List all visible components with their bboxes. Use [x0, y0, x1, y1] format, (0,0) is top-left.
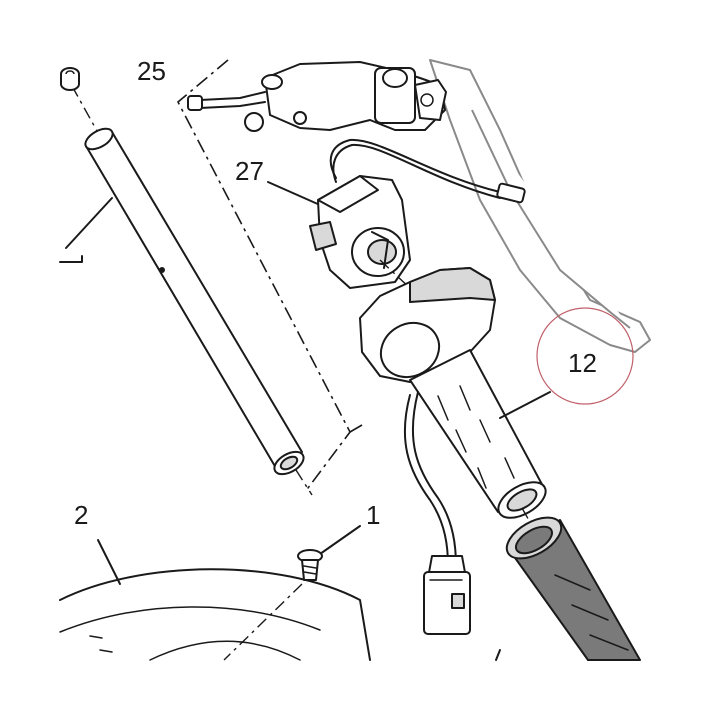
part-12-heated-grip: 12: [359, 267, 634, 635]
callout-12: 12: [568, 348, 597, 378]
part-2-cover: 2: [59, 500, 371, 661]
part-27-switch-housing: 27: [235, 138, 526, 291]
throttle-grip-rubber: [505, 507, 641, 661]
part-25-handlebar-tube: 25: [59, 56, 313, 496]
direction-mark: [495, 649, 501, 661]
highlight-circle: [536, 307, 634, 405]
assembly-boundary-dashed: [176, 59, 363, 493]
callout-1: 1: [366, 500, 380, 530]
callout-25: 25: [137, 56, 166, 86]
callout-27: 27: [235, 156, 264, 186]
callout-2: 2: [74, 500, 88, 530]
part-1-screw: 1: [223, 500, 380, 661]
brake-lever-assembly: [187, 59, 651, 353]
